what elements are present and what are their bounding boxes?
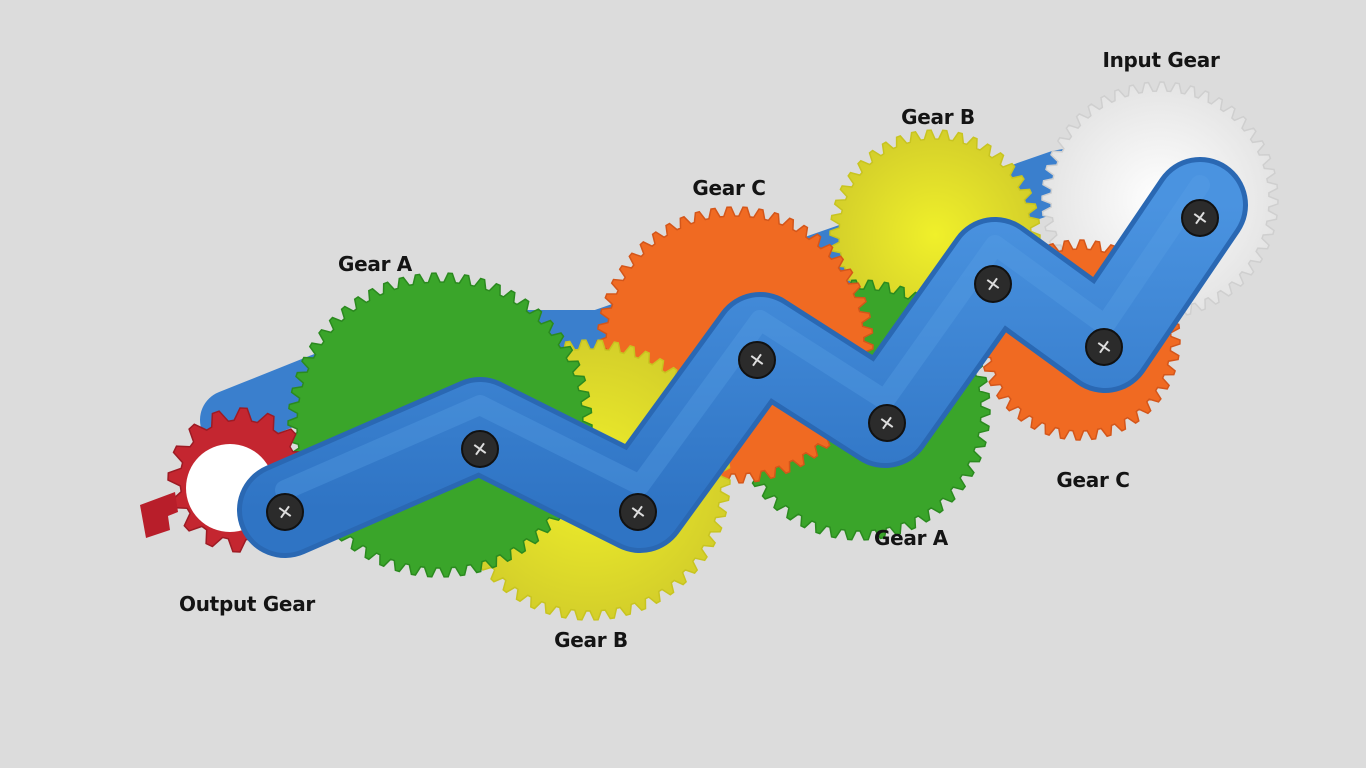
input-gear-label: Input Gear [1102,48,1220,72]
output-shaft-key [140,492,178,538]
screw-slot-8 [1193,211,1207,225]
output-gear-label: Output Gear [179,592,315,616]
screw-slot-5 [880,416,894,430]
front-frame-plate [237,157,1248,558]
gear-a-top-label: Gear A [338,252,412,276]
gear-b-top-label: Gear B [901,105,975,129]
screw-slot-2 [473,442,487,456]
gear-a-bottom-label: Gear A [874,526,948,550]
screw-slot-6 [986,277,1000,291]
gear-c-top-label: Gear C [692,176,766,200]
screw-slot-4 [750,353,764,367]
screw-slot-1 [278,505,292,519]
gear-c-bottom-label: Gear C [1056,468,1130,492]
screw-slot-3 [631,505,645,519]
gear-b-bottom-label: Gear B [554,628,628,652]
screw-slot-7 [1097,340,1111,354]
